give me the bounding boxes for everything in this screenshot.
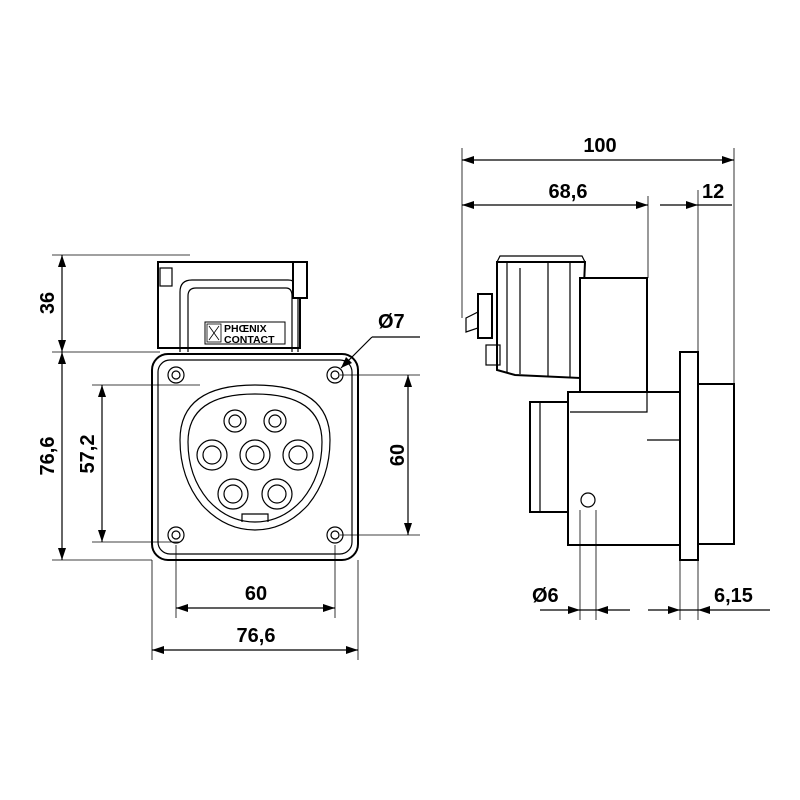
contact-pin-bottom-left xyxy=(217,478,249,510)
socket-key-notch xyxy=(241,513,269,522)
socket-body-side xyxy=(529,401,569,513)
contact-pin-small-left xyxy=(223,409,247,433)
side-flange xyxy=(679,351,699,561)
cable-latch-hook xyxy=(465,311,479,333)
front-view: PHŒNIX CONTACT xyxy=(37,254,420,660)
dim-width-total: 76,6 xyxy=(237,625,276,647)
phoenix-contact-logo: PHŒNIX CONTACT xyxy=(204,321,286,346)
dim-flange-offset: 12 xyxy=(702,181,724,203)
cable-latch xyxy=(477,293,493,339)
rear-housing-cap xyxy=(496,255,586,263)
front-flange-inner-edge xyxy=(157,359,353,555)
contact-pin-left xyxy=(196,439,228,471)
mounting-hole-bottom-left xyxy=(167,526,185,544)
contact-pin-right xyxy=(282,439,314,471)
rear-housing-clip-inner xyxy=(187,287,293,352)
dim-height-top: 36 xyxy=(37,292,59,314)
dim-body-length: 68,6 xyxy=(549,181,588,203)
dim-hole-diameter: Ø7 xyxy=(378,311,405,333)
contact-pin-bottom-right xyxy=(261,478,293,510)
side-view: 100 68,6 12 Ø6 6,15 xyxy=(461,135,770,620)
side-pin-hole xyxy=(580,492,596,508)
main-body-step xyxy=(570,392,648,413)
main-body-upper xyxy=(579,277,648,393)
dim-inner-height: 57,2 xyxy=(77,435,99,474)
contact-pin-center xyxy=(239,439,271,471)
socket-outline-inner xyxy=(187,393,323,523)
main-body-lower xyxy=(567,391,681,546)
dim-pin-diameter: Ø6 xyxy=(532,585,559,607)
dim-overall-length: 100 xyxy=(583,135,616,157)
dim-height-total: 76,6 xyxy=(37,437,59,476)
logo-line-2: CONTACT xyxy=(224,334,275,346)
dim-hole-pitch-horizontal: 60 xyxy=(245,583,267,605)
dim-hole-pitch-vertical: 60 xyxy=(387,444,409,466)
rear-housing-tab xyxy=(292,261,308,299)
logo-line-1: PHŒNIX xyxy=(224,323,267,335)
front-flange-plate xyxy=(151,353,359,561)
rear-connector-housing xyxy=(496,261,587,380)
socket-outline-outer xyxy=(179,384,331,531)
dim-flange-thickness: 6,15 xyxy=(714,585,753,607)
mounting-hole-top-left xyxy=(167,366,185,384)
contact-pin-small-right xyxy=(263,409,287,433)
rear-housing-ribs xyxy=(506,262,571,377)
side-front-cover xyxy=(697,383,735,545)
rear-housing-latch xyxy=(159,267,173,287)
cable-latch-base xyxy=(485,344,501,366)
